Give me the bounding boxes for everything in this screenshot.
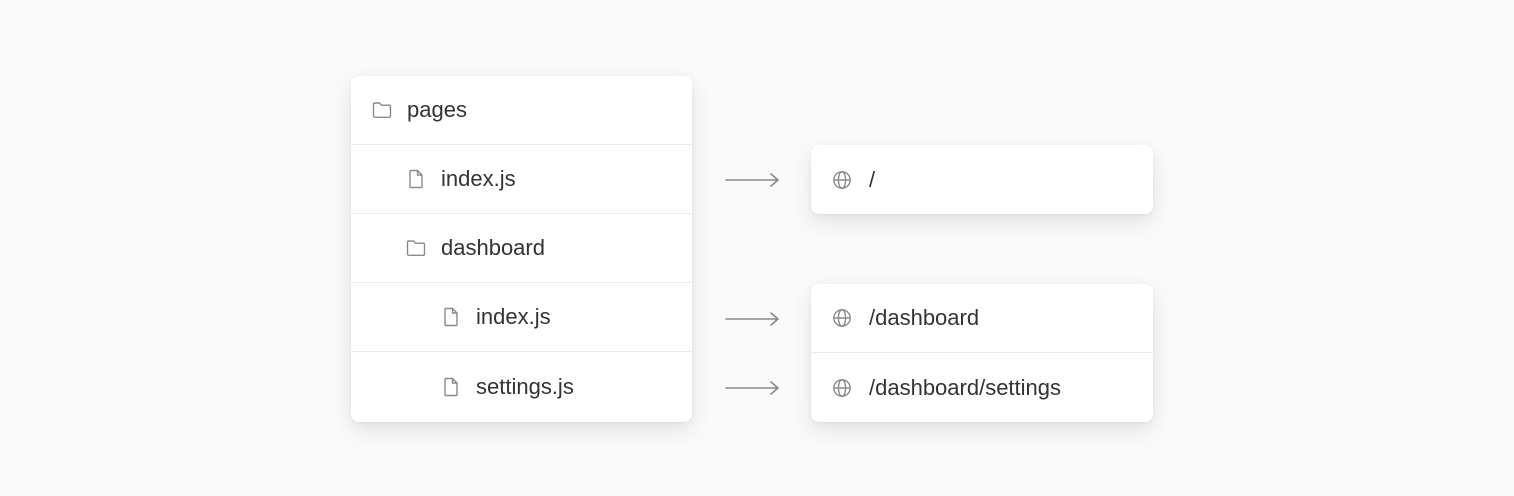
route-card-root: / <box>811 145 1153 214</box>
globe-icon <box>831 307 853 329</box>
globe-icon <box>831 169 853 191</box>
globe-icon <box>831 377 853 399</box>
tree-item-label: index.js <box>441 166 516 191</box>
route-dashboard-settings[interactable]: /dashboard/settings <box>811 353 1153 422</box>
route-label: / <box>869 166 876 192</box>
arrow-right-icon <box>725 172 781 188</box>
tree-item-label: pages <box>407 97 467 122</box>
tree-item-label: index.js <box>476 304 551 329</box>
route-label: /dashboard <box>869 305 980 330</box>
route-dashboard[interactable]: /dashboard <box>811 284 1153 353</box>
arrow-right-icon <box>725 380 781 396</box>
tree-item-index-file[interactable]: index.js <box>351 145 692 214</box>
file-icon <box>440 306 462 328</box>
tree-item-label: settings.js <box>476 373 574 399</box>
route-card-dashboard: /dashboard /dashboard/settings <box>811 284 1153 422</box>
file-icon <box>405 168 427 190</box>
file-tree-card: pages index.js dashboard index.js settin… <box>351 76 692 422</box>
folder-icon <box>371 99 393 121</box>
tree-item-pages-folder[interactable]: pages <box>351 76 692 145</box>
arrow-right-icon <box>725 311 781 327</box>
tree-item-dashboard-folder[interactable]: dashboard <box>351 214 692 283</box>
folder-icon <box>405 237 427 259</box>
tree-item-dashboard-index-file[interactable]: index.js <box>351 283 692 352</box>
tree-item-label: dashboard <box>441 235 545 260</box>
tree-item-settings-file[interactable]: settings.js <box>351 352 692 421</box>
file-icon <box>440 376 462 398</box>
route-root[interactable]: / <box>811 145 1153 214</box>
route-label: /dashboard/settings <box>869 374 1062 400</box>
